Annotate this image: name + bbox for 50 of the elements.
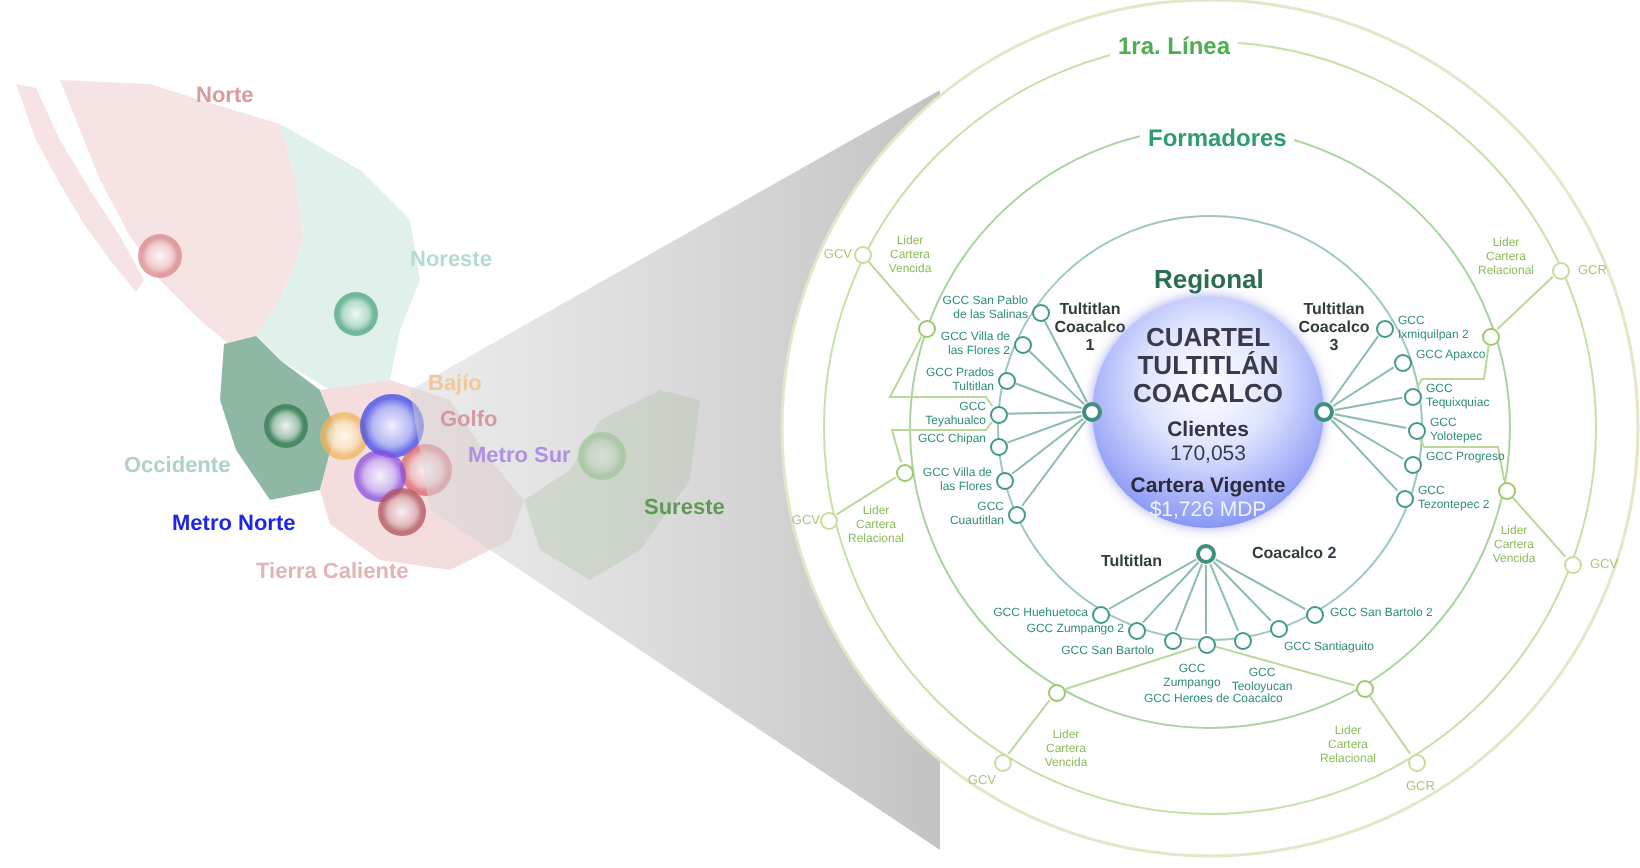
metric-value: $1,726 MDP (1149, 498, 1267, 522)
region-label: Sureste (644, 494, 725, 524)
connector-line (1496, 275, 1554, 331)
connector-line (1028, 350, 1086, 406)
connector-line (1014, 382, 1083, 410)
node-label: Tultitlan Coacalco 1 (1052, 300, 1128, 354)
node-label: Coacalco 2 (1252, 544, 1339, 562)
connector-line (1064, 646, 1198, 690)
region-label: Norte (196, 82, 254, 112)
region-label: Bajío (428, 370, 482, 400)
connector-line (888, 335, 994, 407)
connector-line (1332, 366, 1395, 407)
connector-line (1007, 699, 1051, 755)
region-label: Metro Sur (468, 442, 571, 472)
metric-label: Clientes (1167, 418, 1249, 442)
connector-line (867, 260, 921, 322)
region-label: Metro Norte (172, 510, 296, 540)
connector-line (1419, 438, 1506, 482)
connector-line (1141, 561, 1200, 624)
connector-line (1212, 560, 1272, 622)
connector-line (1006, 414, 1083, 444)
connector-line (890, 421, 993, 464)
connector-line (1107, 558, 1198, 610)
connector-line (1416, 345, 1490, 389)
connector-line (1511, 496, 1567, 558)
connector-line (1329, 335, 1380, 404)
connector-line (1332, 416, 1405, 460)
ring-label: Regional (1154, 262, 1264, 298)
connector-line (1333, 413, 1408, 429)
region-label: Tierra Caliente (256, 558, 409, 588)
connector-line (1368, 695, 1412, 755)
region-label: Noreste (410, 246, 492, 276)
connector-line (1043, 319, 1088, 404)
region-label: Occidente (124, 452, 231, 482)
connector-line (1333, 396, 1404, 411)
connector-line (1205, 564, 1207, 635)
connector-line (1021, 419, 1087, 507)
connector-line (1209, 563, 1240, 632)
metric-value: 170,053 (1170, 442, 1246, 466)
region-label: Golfo (440, 406, 498, 436)
connector-line (1330, 419, 1399, 492)
connector-line (1214, 645, 1356, 687)
connector-line (1214, 558, 1307, 611)
metric-label: Cartera Vigente (1130, 474, 1286, 498)
connector-line (1007, 411, 1082, 415)
connector-line (1011, 417, 1085, 475)
node-label: Tultitlan (1098, 552, 1162, 570)
connector-line (1174, 563, 1203, 632)
connector-line (835, 476, 897, 516)
node-label: Tultitlan Coacalco 3 (1296, 300, 1372, 354)
